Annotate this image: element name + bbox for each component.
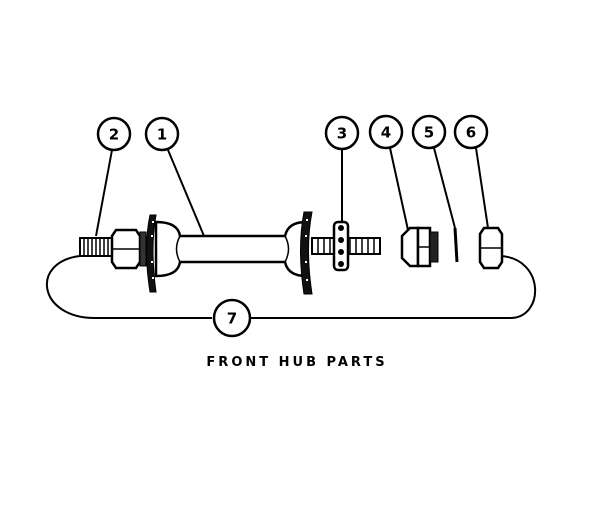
diagram-caption: FRONT HUB PARTS [206,355,387,370]
callout-6: 6 [453,114,489,150]
left-flange [146,214,157,293]
leader-line-1 [167,149,205,237]
callout-6-label: 6 [466,124,476,142]
callout-7-label: 7 [227,310,237,328]
leader-line-6 [475,147,489,229]
callout-5-label: 5 [424,124,434,142]
left-threaded-stud [79,237,113,257]
axle-body [154,220,308,278]
callout-1-label: 1 [157,126,167,144]
callout-7: 7 [212,298,252,338]
right-flange [300,211,313,295]
callout-3-label: 3 [337,125,347,143]
cone-locknut [332,220,350,272]
callout-4-label: 4 [381,124,391,142]
callout-2-label: 2 [109,126,119,144]
leader-line-4 [389,147,409,231]
callout-1: 1 [144,116,180,152]
leader-lines [95,147,489,237]
leader-line-2 [95,149,113,237]
left-nut [110,228,147,270]
washer-part [453,227,459,263]
right-nut [478,226,504,270]
callout-4: 4 [368,114,404,150]
leader-line-5 [433,147,456,229]
callout-5: 5 [411,114,447,150]
callout-2: 2 [96,116,132,152]
cone-part [400,226,439,268]
assembly-bracket-line [45,255,536,319]
callout-3: 3 [324,115,360,151]
